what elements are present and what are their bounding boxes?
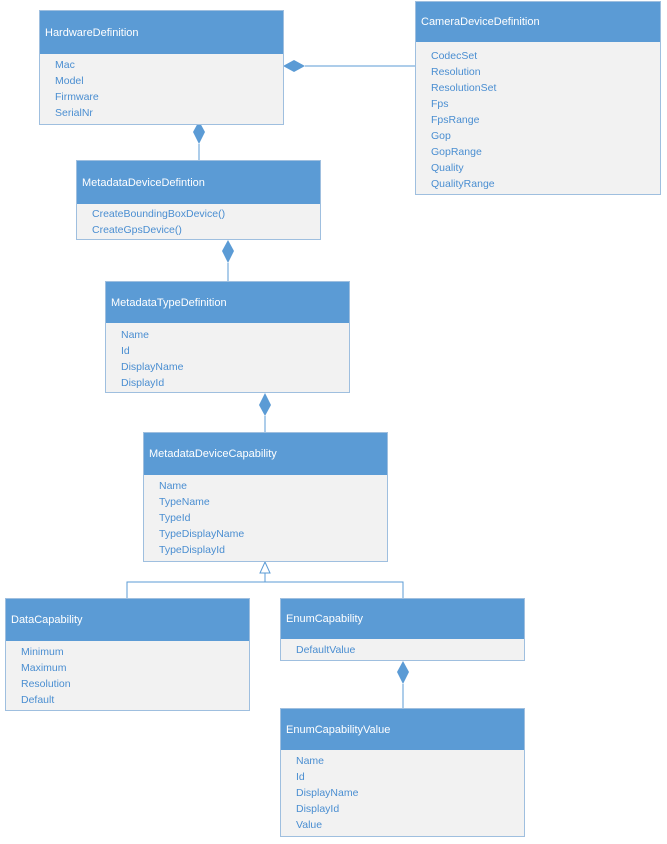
class-enum-capability-value[interactable]: EnumCapabilityValue Name Id DisplayName … xyxy=(280,708,525,837)
class-body: CodecSet Resolution ResolutionSet Fps Fp… xyxy=(416,42,660,192)
class-metadata-device-capability[interactable]: MetadataDeviceCapability Name TypeName T… xyxy=(143,432,388,562)
composition-diamond-icon xyxy=(222,240,234,263)
attribute-goprange: GopRange xyxy=(431,146,482,158)
attribute-resolution: Resolution xyxy=(21,678,71,690)
class-body: Mac Model Firmware SerialNr xyxy=(40,54,283,121)
attribute-typeid: TypeId xyxy=(159,512,191,524)
attribute-maximum: Maximum xyxy=(21,662,67,674)
class-header: HardwareDefinition xyxy=(40,11,283,54)
class-data-capability[interactable]: DataCapability Minimum Maximum Resolutio… xyxy=(5,598,250,711)
attribute-typename: TypeName xyxy=(159,496,210,508)
attribute-model: Model xyxy=(55,75,84,87)
attribute-name: Name xyxy=(121,329,150,341)
generalization-connector xyxy=(126,581,404,598)
class-body: CreateBoundingBoxDevice() CreateGpsDevic… xyxy=(77,204,320,238)
class-body: Minimum Maximum Resolution Default xyxy=(6,641,249,708)
class-camera-device-definition[interactable]: CameraDeviceDefinition CodecSet Resoluti… xyxy=(415,1,661,195)
method-create-gps-device: CreateGpsDevice() xyxy=(92,224,182,236)
attribute-codecset: CodecSet xyxy=(431,50,478,62)
attribute-fps: Fps xyxy=(431,98,449,110)
composition-diamond-icon xyxy=(283,60,305,72)
attribute-default: Default xyxy=(21,694,55,706)
class-header: CameraDeviceDefinition xyxy=(416,2,660,42)
attribute-qualityrange: QualityRange xyxy=(431,178,495,190)
attribute-value: Value xyxy=(296,819,323,831)
attribute-gop: Gop xyxy=(431,130,451,142)
class-metadata-device-definition[interactable]: MetadataDeviceDefintion CreateBoundingBo… xyxy=(76,160,321,240)
attribute-displayid: DisplayId xyxy=(296,803,340,815)
attribute-displayname: DisplayName xyxy=(121,361,184,373)
class-body: Name TypeName TypeId TypeDisplayName Typ… xyxy=(144,475,387,558)
attribute-name: Name xyxy=(159,480,188,492)
composition-diamond-icon xyxy=(397,661,409,684)
method-create-bounding-box-device: CreateBoundingBoxDevice() xyxy=(92,208,226,220)
class-header: DataCapability xyxy=(6,599,249,641)
generalization-arrow-icon xyxy=(259,560,271,574)
attribute-resolutionset: ResolutionSet xyxy=(431,82,497,94)
class-header: EnumCapability xyxy=(281,599,524,639)
attribute-name: Name xyxy=(296,755,325,767)
attribute-quality: Quality xyxy=(431,162,464,174)
composition-diamond-icon xyxy=(193,121,205,144)
class-enum-capability[interactable]: EnumCapability DefaultValue xyxy=(280,598,525,661)
class-header: EnumCapabilityValue xyxy=(281,709,524,750)
attribute-fpsrange: FpsRange xyxy=(431,114,480,126)
attribute-id: Id xyxy=(121,345,130,357)
attribute-id: Id xyxy=(296,771,305,783)
attribute-serialnr: SerialNr xyxy=(55,107,93,119)
attribute-displayid: DisplayId xyxy=(121,377,165,389)
attribute-minimum: Minimum xyxy=(21,646,64,658)
class-header: MetadataTypeDefinition xyxy=(106,282,349,323)
attribute-typedisplayname: TypeDisplayName xyxy=(159,528,245,540)
class-body: Name Id DisplayName DisplayId xyxy=(106,323,349,391)
composition-diamond-icon xyxy=(259,393,271,416)
class-hardware-definition[interactable]: HardwareDefinition Mac Model Firmware Se… xyxy=(39,10,284,125)
class-metadata-type-definition[interactable]: MetadataTypeDefinition Name Id DisplayNa… xyxy=(105,281,350,393)
attribute-displayname: DisplayName xyxy=(296,787,359,799)
attribute-defaultvalue: DefaultValue xyxy=(296,644,356,656)
class-body: Name Id DisplayName DisplayId Value xyxy=(281,750,524,833)
attribute-mac: Mac xyxy=(55,59,75,71)
attribute-resolution: Resolution xyxy=(431,66,481,78)
class-header: MetadataDeviceDefintion xyxy=(77,161,320,204)
attribute-firmware: Firmware xyxy=(55,91,99,103)
attribute-typedisplayid: TypeDisplayId xyxy=(159,544,225,556)
class-header: MetadataDeviceCapability xyxy=(144,433,387,475)
class-body: DefaultValue xyxy=(281,639,524,658)
